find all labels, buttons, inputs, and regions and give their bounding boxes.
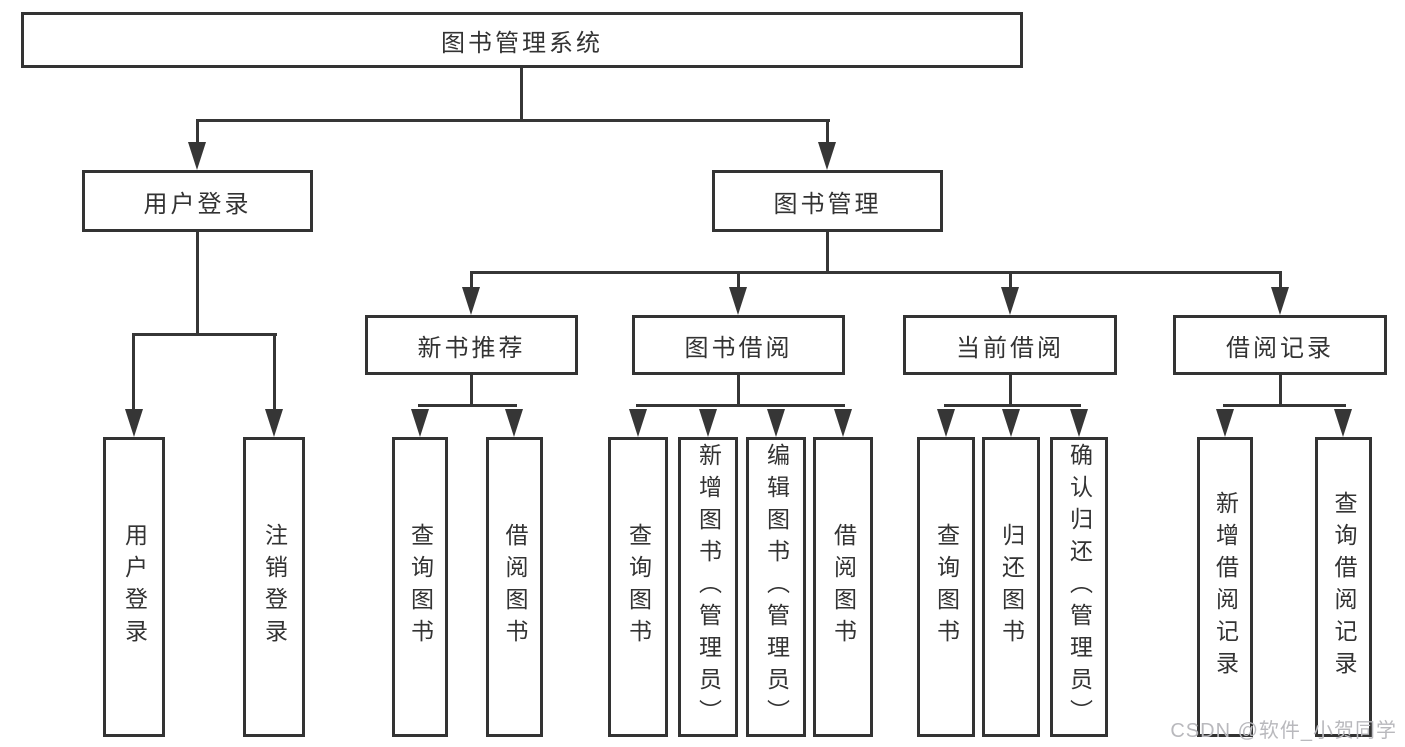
leaf-edit-books-admin: 编辑图书（管理员）: [746, 437, 806, 737]
leaf-query-books-1: 查询图书: [392, 437, 448, 737]
arrowhead-current-borrow-icon: [1001, 287, 1019, 315]
connector-stem-new-book: [470, 271, 473, 291]
leaf-user-login: 用户登录: [103, 437, 165, 737]
arrowhead-query-books-1-icon: [411, 409, 429, 437]
root-node: 图书管理系统: [21, 12, 1023, 68]
connector-records-vline: [1279, 375, 1282, 407]
connector-bookborrow-hline: [636, 404, 845, 407]
node-current-borrow: 当前借阅: [903, 315, 1117, 375]
connector-root-hline: [196, 119, 830, 122]
node-new-book-recommend: 新书推荐: [365, 315, 578, 375]
node-book-management: 图书管理: [712, 170, 943, 232]
leaf-borrow-books-2-label: 借阅图书: [830, 523, 857, 651]
connector-stem-leaf-login: [132, 333, 135, 411]
leaf-return-books-label: 归还图书: [998, 523, 1025, 651]
connector-bookmgmt-hline: [470, 271, 1282, 274]
leaf-query-books-3-label: 查询图书: [933, 523, 960, 651]
leaf-confirm-return-admin: 确认归还（管理员）: [1050, 437, 1108, 737]
leaf-add-books-admin: 新增图书（管理员）: [678, 437, 738, 737]
arrowhead-confirm-return-icon: [1070, 409, 1088, 437]
connector-stem-current-borrow: [1009, 271, 1012, 291]
leaf-edit-books-admin-label: 编辑图书（管理员）: [763, 443, 790, 731]
arrowhead-edit-books-icon: [767, 409, 785, 437]
connector-stem-book-mgmt: [826, 119, 829, 147]
leaf-add-books-admin-label: 新增图书（管理员）: [695, 443, 722, 731]
root-node-label: 图书管理系统: [441, 29, 603, 57]
connector-stem-borrow-records: [1279, 271, 1282, 291]
leaf-logout: 注销登录: [243, 437, 305, 737]
connector-userlogin-hline: [133, 333, 277, 336]
leaf-add-borrow-record-label: 新增借阅记录: [1212, 491, 1239, 683]
connector-stem-user-login: [196, 119, 199, 147]
connector-records-hline: [1223, 404, 1346, 407]
arrowhead-query-record-icon: [1334, 409, 1352, 437]
leaf-query-books-2-label: 查询图书: [625, 523, 652, 651]
leaf-logout-label: 注销登录: [261, 523, 288, 651]
connector-newbook-vline: [470, 375, 473, 407]
node-book-borrow: 图书借阅: [632, 315, 845, 375]
arrowhead-book-borrow-icon: [729, 287, 747, 315]
node-current-borrow-label: 当前借阅: [956, 334, 1064, 362]
node-borrow-records: 借阅记录: [1173, 315, 1387, 375]
arrowhead-return-books-icon: [1002, 409, 1020, 437]
arrowhead-leaf-logout-icon: [265, 409, 283, 437]
node-book-management-label: 图书管理: [773, 190, 882, 218]
leaf-borrow-books-2: 借阅图书: [813, 437, 873, 737]
arrowhead-borrow-books-2-icon: [834, 409, 852, 437]
connector-stem-book-borrow: [737, 271, 740, 291]
leaf-query-books-1-label: 查询图书: [407, 523, 434, 651]
arrowhead-leaf-login-icon: [125, 409, 143, 437]
csdn-watermark: CSDN @软件_小贺同学: [1170, 720, 1397, 742]
node-book-borrow-label: 图书借阅: [684, 334, 793, 362]
connector-root-vline: [520, 68, 523, 121]
leaf-borrow-books-1: 借阅图书: [486, 437, 543, 737]
leaf-query-books-3: 查询图书: [917, 437, 975, 737]
leaf-query-borrow-record: 查询借阅记录: [1315, 437, 1372, 737]
arrowhead-add-record-icon: [1216, 409, 1234, 437]
arrowhead-query-books-3-icon: [937, 409, 955, 437]
arrowhead-query-books-2-icon: [629, 409, 647, 437]
node-user-login-label: 用户登录: [143, 190, 252, 218]
leaf-add-borrow-record: 新增借阅记录: [1197, 437, 1253, 737]
node-new-book-recommend-label: 新书推荐: [417, 334, 526, 362]
leaf-user-login-label: 用户登录: [121, 523, 148, 651]
leaf-borrow-books-1-label: 借阅图书: [502, 523, 528, 651]
arrowhead-new-book-icon: [462, 287, 480, 315]
leaf-return-books: 归还图书: [982, 437, 1040, 737]
leaf-query-books-2: 查询图书: [608, 437, 668, 737]
connector-bookborrow-vline: [737, 375, 740, 407]
arrowhead-book-mgmt-icon: [818, 142, 836, 170]
connector-newbook-hline: [418, 404, 517, 407]
arrowhead-user-login-icon: [188, 142, 206, 170]
node-user-login: 用户登录: [82, 170, 313, 232]
connector-bookmgmt-vline: [826, 232, 829, 274]
connector-userlogin-vline: [196, 232, 199, 335]
node-borrow-records-label: 借阅记录: [1226, 334, 1334, 362]
connector-stem-leaf-logout: [273, 333, 276, 411]
connector-currentborrow-hline: [944, 404, 1081, 407]
arrowhead-add-books-icon: [699, 409, 717, 437]
arrowhead-borrow-records-icon: [1271, 287, 1289, 315]
leaf-confirm-return-admin-label: 确认归还（管理员）: [1066, 443, 1093, 731]
connector-currentborrow-vline: [1009, 375, 1012, 407]
leaf-query-borrow-record-label: 查询借阅记录: [1331, 491, 1357, 683]
arrowhead-borrow-books-1-icon: [505, 409, 523, 437]
